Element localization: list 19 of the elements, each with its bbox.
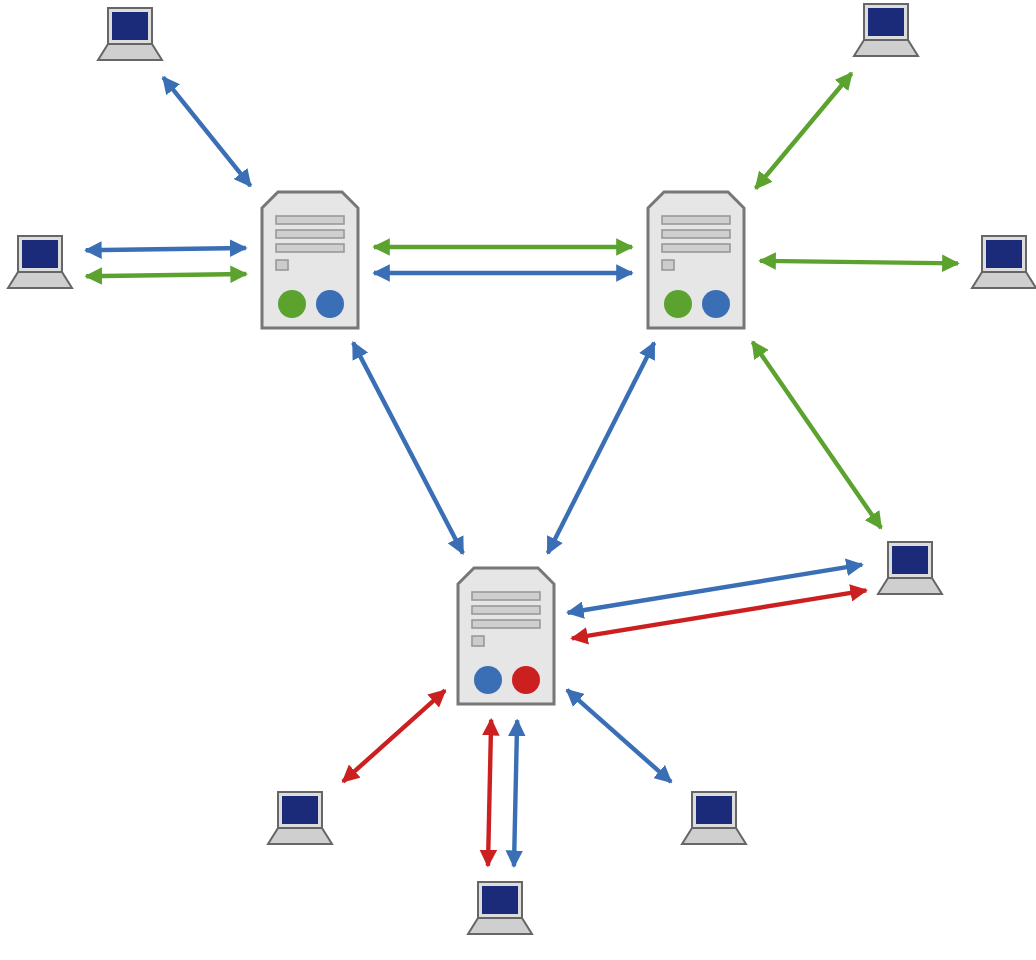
server-icon [644, 188, 748, 332]
double-arrow [84, 239, 248, 259]
double-arrow [750, 340, 883, 530]
double-arrow [505, 718, 526, 869]
double-arrow [161, 75, 253, 188]
double-arrow [566, 558, 864, 619]
double-arrow [479, 717, 500, 868]
double-arrow [84, 265, 248, 285]
server-icon [258, 188, 362, 332]
double-arrow [570, 584, 868, 645]
double-arrow [565, 688, 673, 784]
double-arrow [341, 688, 447, 784]
double-arrow [372, 264, 634, 282]
server-icon [454, 564, 558, 708]
double-arrow [351, 341, 465, 555]
double-arrow [372, 238, 634, 256]
double-arrow [545, 341, 657, 555]
double-arrow [758, 252, 960, 272]
double-arrow [754, 71, 854, 190]
